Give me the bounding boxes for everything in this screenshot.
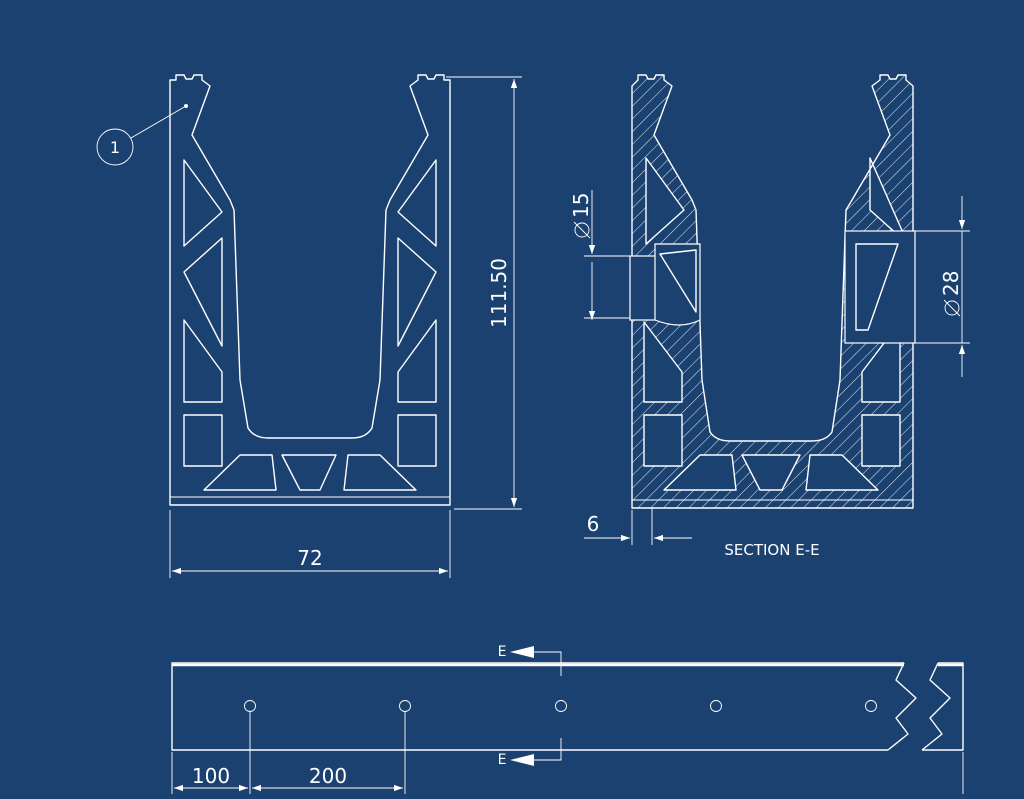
rail-outline-left — [171, 662, 904, 751]
rail-outline-right — [922, 662, 964, 751]
hole — [710, 700, 722, 712]
longitudinal-view: E E 100 200 — [171, 644, 964, 794]
width-dim-text: 72 — [297, 546, 322, 570]
pocket — [203, 454, 277, 491]
d28-text: 28 — [939, 271, 963, 296]
balloon-label: 1 — [110, 138, 120, 157]
hole-opening-small — [629, 255, 658, 321]
d28-label: 28 — [939, 271, 963, 317]
cut-line-bottom — [512, 738, 562, 761]
pocket — [397, 159, 437, 247]
section-hatched-material — [631, 74, 914, 509]
diameter-symbol-slash — [943, 299, 961, 317]
balloon-leader-dot — [184, 104, 188, 108]
break-line-right — [921, 662, 951, 751]
profile-outline — [169, 74, 451, 506]
diameter-symbol-slash — [573, 221, 591, 239]
pocket — [183, 159, 223, 247]
break-line-left — [887, 662, 917, 751]
balloon-leader — [130, 105, 187, 139]
pocket — [183, 414, 223, 467]
pocket — [659, 249, 697, 313]
section-title: SECTION E-E — [724, 541, 819, 559]
pocket — [397, 319, 437, 403]
pocket — [343, 454, 417, 491]
cut-arrow-bottom — [510, 754, 534, 766]
spacing-pitch-text: 200 — [309, 764, 347, 788]
diameter-symbol — [944, 300, 960, 316]
pocket — [855, 243, 899, 331]
hole — [399, 700, 411, 712]
pocket — [397, 237, 437, 347]
d15-text: 15 — [569, 193, 593, 218]
cut-label-bottom: E — [498, 752, 507, 768]
hole — [865, 700, 877, 712]
pocket — [281, 454, 337, 491]
diameter-symbol — [574, 222, 590, 238]
hole — [244, 700, 256, 712]
wall-dim-text: 6 — [587, 512, 600, 536]
profile-front-view: 1 72 111.50 — [96, 74, 522, 578]
section-view: 15 28 6 SECTION E-E — [569, 74, 970, 559]
pocket — [397, 414, 437, 467]
pocket — [183, 237, 223, 347]
cut-label-top: E — [498, 644, 507, 660]
spacing-first-text: 100 — [192, 764, 230, 788]
height-dim-text: 111.50 — [487, 258, 511, 328]
pocket — [183, 319, 223, 403]
cut-arrow-top — [510, 646, 534, 658]
balloon-circle — [96, 128, 134, 166]
hole — [555, 700, 567, 712]
d15-label: 15 — [569, 193, 593, 239]
